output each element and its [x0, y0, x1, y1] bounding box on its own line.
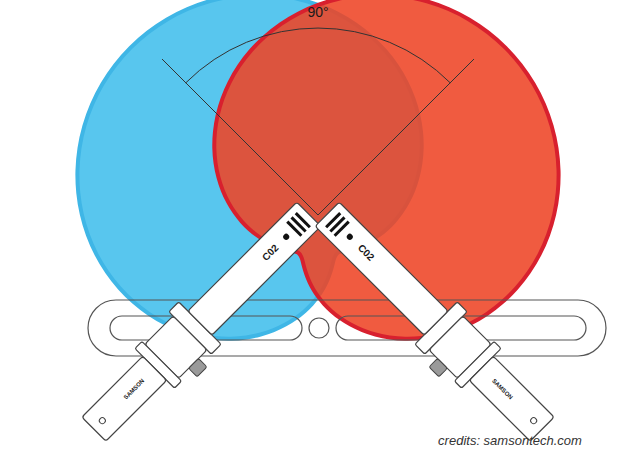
- left-microphone: [73, 193, 335, 455]
- polar-patterns: [77, 0, 558, 339]
- angle-label: 90°: [307, 5, 328, 20]
- angle-marker: [162, 28, 474, 215]
- right-microphone: [302, 193, 564, 455]
- credit-note: credits: samsontech.com: [438, 434, 582, 448]
